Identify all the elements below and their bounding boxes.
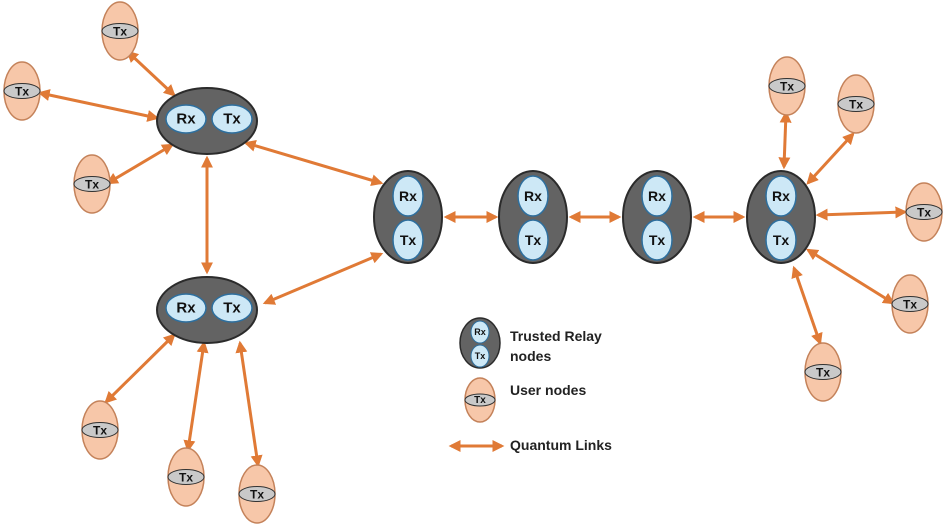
user-node: Tx [891,274,929,334]
quantum-link-arrow [778,110,792,170]
tx-label: Tx [475,351,486,361]
tx-label: Tx [113,25,127,39]
tx-label: Tx [15,85,29,99]
user-node: Tx [101,1,139,61]
user-node: Tx [837,74,875,134]
tx-label: Tx [773,232,790,248]
tx-label: Tx [474,395,486,406]
tx-label: Tx [917,206,931,220]
user-node: Tx [238,464,276,524]
tx-label: Tx [179,471,193,485]
legend-relay-label-line2: nodes [510,348,552,364]
relay-node-hub-top: Rx Tx [156,87,258,155]
tx-label: Tx [525,232,542,248]
user-node: Tx [768,56,806,116]
legend-user-node: Tx [464,377,496,423]
tx-label: Tx [250,488,264,502]
quantum-link-arrow [791,265,823,346]
user-node: Tx [804,342,842,402]
rx-label: Rx [176,300,196,317]
rx-label: Rx [399,188,417,204]
tx-label: Tx [849,98,863,112]
quantum-link-arrow [37,89,160,122]
quantum-link-arrow [815,206,908,221]
rx-label: Rx [772,188,790,204]
tx-label: Tx [223,111,241,128]
quantum-links [37,50,908,468]
quantum-link-arrow [805,248,896,305]
user-node: Tx [81,400,119,460]
rx-label: Rx [474,327,486,337]
quantum-link-arrow [262,252,384,305]
legend-link-label: Quantum Links [510,437,612,453]
quantum-link-arrow [126,50,176,97]
user-node: Tx [73,154,111,214]
tx-label: Tx [780,80,794,94]
quantum-link-arrow [104,333,176,404]
relay-node-hub-bottom: Rx Tx [156,276,258,344]
quantum-link-arrow [235,340,263,468]
tx-label: Tx [903,298,917,312]
quantum-link-arrow [105,143,175,185]
quantum-link-arrow [183,340,209,453]
rx-label: Rx [648,188,666,204]
tx-label: Tx [400,232,417,248]
user-node: Tx [3,61,41,121]
quantum-link-arrow [806,132,855,185]
tx-label: Tx [93,424,107,438]
legend-relay-label-line1: Trusted Relay [510,328,602,344]
tx-label: Tx [223,300,241,317]
tx-label: Tx [85,178,99,192]
quantum-link-arrow [243,139,384,187]
legend-user-label: User nodes [510,382,587,398]
rx-label: Rx [176,111,196,128]
rx-label: Rx [524,188,542,204]
user-node: Tx [905,182,943,242]
tx-label: Tx [816,366,830,380]
user-node: Tx [167,447,205,507]
tx-label: Tx [649,232,666,248]
